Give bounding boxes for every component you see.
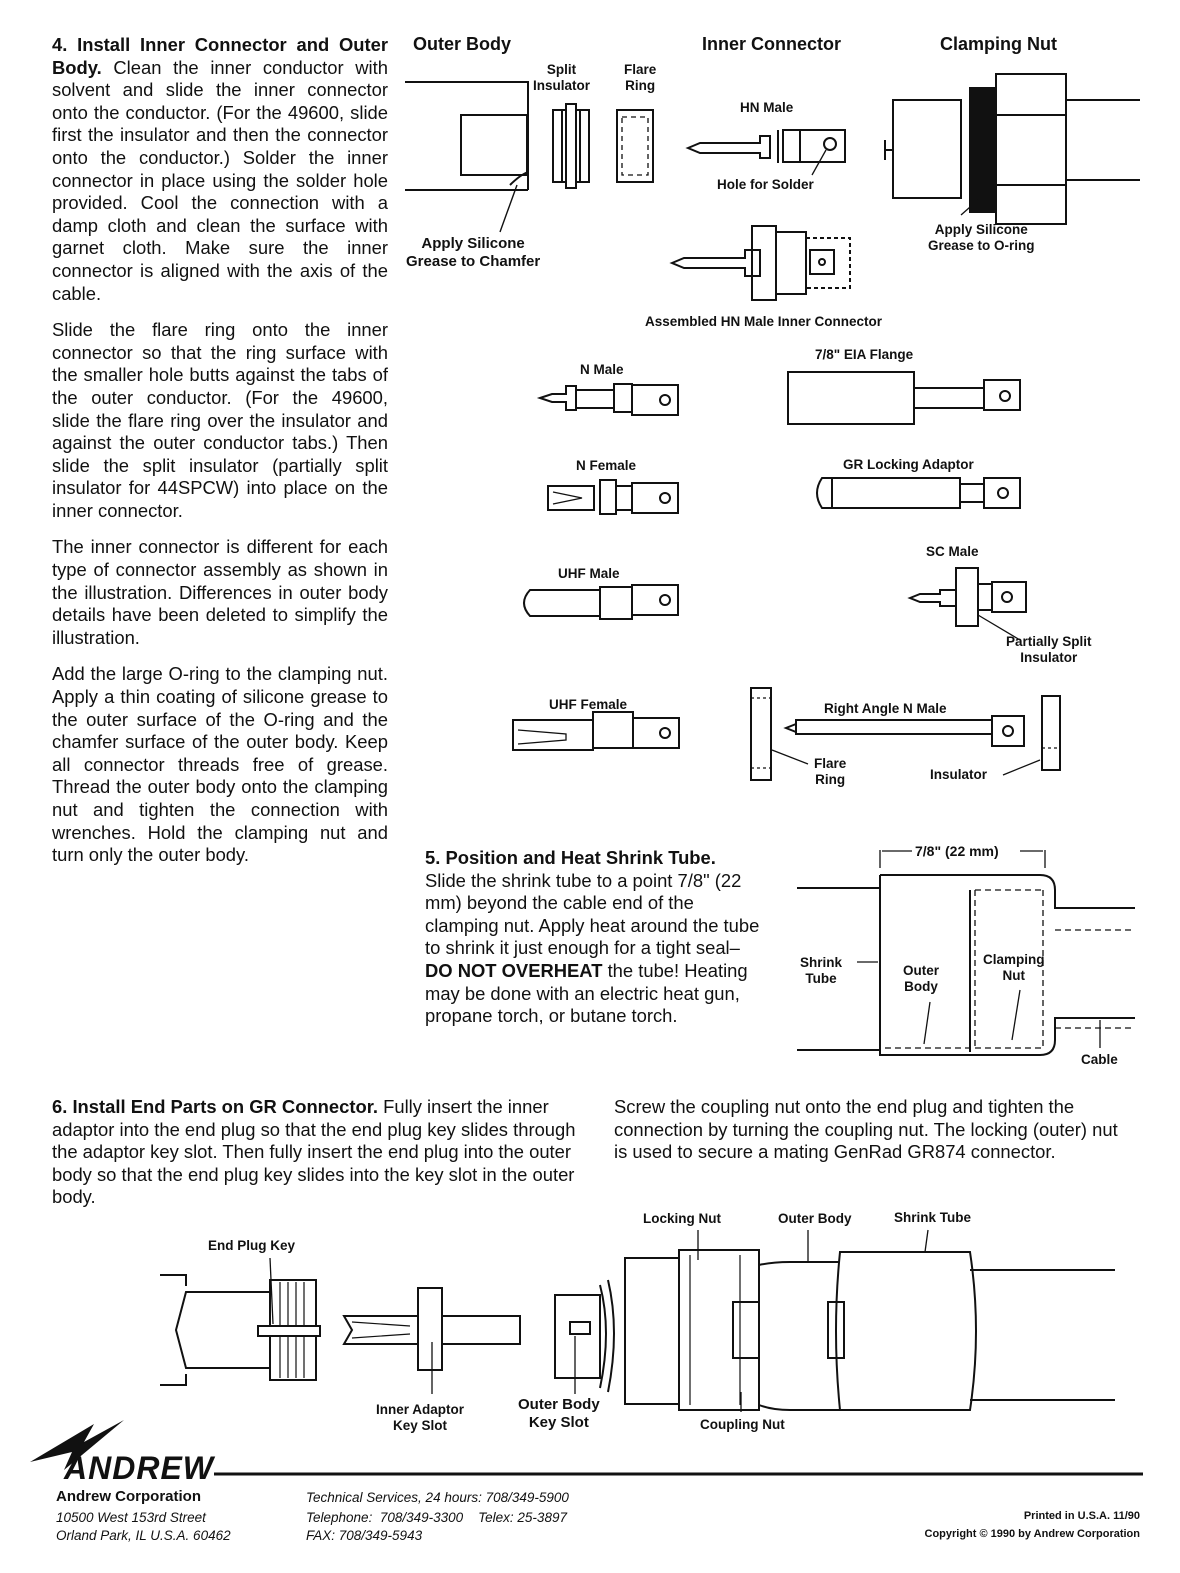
label-sc-male: SC Male xyxy=(926,544,979,559)
label-gr-locking: GR Locking Adaptor xyxy=(843,457,974,472)
company-name: Andrew Corporation xyxy=(56,1488,201,1505)
label-inner-adaptor: Inner Adaptor Key Slot xyxy=(376,1402,465,1433)
address-line-2: Orland Park, IL U.S.A. 60462 xyxy=(56,1528,231,1543)
telephone: Telephone: 708/349-3300 Telex: 25-3897 xyxy=(306,1510,567,1525)
tech-services: Technical Services, 24 hours: 708/349-59… xyxy=(306,1490,569,1505)
address-line-1: 10500 West 153rd Street xyxy=(56,1510,206,1525)
label-assembled-hn: Assembled HN Male Inner Connector xyxy=(645,314,883,329)
step5-paragraph: 5. Position and Heat Shrink Tube. Slide … xyxy=(425,847,760,1027)
label-shrink-tube-6: Shrink Tube xyxy=(894,1210,972,1225)
step5-text: 5. Position and Heat Shrink Tube. Slide … xyxy=(425,847,760,1042)
label-n-male: N Male xyxy=(580,362,624,377)
label-locking-nut: Locking Nut xyxy=(643,1211,721,1226)
label-outer-body-key: Outer Body Key Slot xyxy=(518,1396,600,1431)
step5-title: 5. Position and Heat Shrink Tube. xyxy=(425,847,716,868)
label-outer-body: Outer Body xyxy=(413,34,512,54)
step4-paragraph-3: The inner connector is different for eac… xyxy=(52,536,388,648)
step5-warning: DO NOT OVERHEAT xyxy=(425,959,603,981)
label-n-female: N Female xyxy=(576,458,637,473)
label-eia-flange: 7/8" EIA Flange xyxy=(815,347,914,362)
label-cable: Cable xyxy=(1081,1052,1118,1067)
label-coupling-nut: Coupling Nut xyxy=(700,1417,785,1432)
step6-text-left: 6. Install End Parts on GR Connector. Fu… xyxy=(52,1096,578,1223)
step4-text: 4. Install Inner Connector and Outer Bod… xyxy=(52,34,388,881)
label-clamping-nut: Clamping Nut xyxy=(940,34,1057,54)
step4-title: 4. Install Inner Connector and Outer Bod… xyxy=(52,34,388,78)
label-apply-oring: Apply Silicone Grease to O-ring xyxy=(928,222,1035,253)
step6-title: 6. Install End Parts on GR Connector. xyxy=(52,1096,378,1117)
label-outer-body-6: Outer Body xyxy=(778,1211,852,1226)
step6-paragraph-1: 6. Install End Parts on GR Connector. Fu… xyxy=(52,1096,576,1208)
label-end-plug-key: End Plug Key xyxy=(208,1238,296,1253)
printed-date: Printed in U.S.A. 11/90 xyxy=(1023,1510,1140,1522)
copyright: Copyright © 1990 by Andrew Corporation xyxy=(924,1528,1141,1540)
label-shrink-tube: Shrink Tube xyxy=(800,955,843,986)
label-insulator: Insulator xyxy=(930,767,988,782)
step4-paragraph-2: Slide the flare ring onto the inner conn… xyxy=(52,319,388,521)
step6-paragraph-2: Screw the coupling nut onto the end plug… xyxy=(614,1096,1118,1163)
label-flare-ring-2: Flare Ring xyxy=(814,756,847,787)
label-apply-chamfer: Apply Silicone Grease to Chamfer xyxy=(406,235,541,270)
label-outer-body-5: Outer Body xyxy=(903,963,940,994)
label-flare-ring: Flare Ring xyxy=(624,62,657,93)
step4-paragraph-4: Add the large O-ring to the clamping nut… xyxy=(52,663,388,866)
label-inner-connector: Inner Connector xyxy=(702,34,842,54)
label-hn-male: HN Male xyxy=(740,100,794,115)
step4-paragraph-1: 4. Install Inner Connector and Outer Bod… xyxy=(52,34,388,304)
label-dimension: 7/8" (22 mm) xyxy=(915,843,999,859)
label-clamping-nut-5: Clamping Nut xyxy=(983,952,1045,983)
label-uhf-male: UHF Male xyxy=(558,566,620,581)
fax: FAX: 708/349-5943 xyxy=(306,1528,423,1543)
label-split-insulator: Split Insulator xyxy=(533,62,591,93)
label-partially-split: Partially Split Insulator xyxy=(1006,634,1092,665)
label-uhf-female: UHF Female xyxy=(549,697,628,712)
step6-text-right: Screw the coupling nut onto the end plug… xyxy=(614,1096,1136,1178)
label-hole-for-solder: Hole for Solder xyxy=(717,177,814,192)
label-right-angle: Right Angle N Male xyxy=(824,701,947,716)
andrew-logo: ANDREW xyxy=(64,1450,214,1486)
